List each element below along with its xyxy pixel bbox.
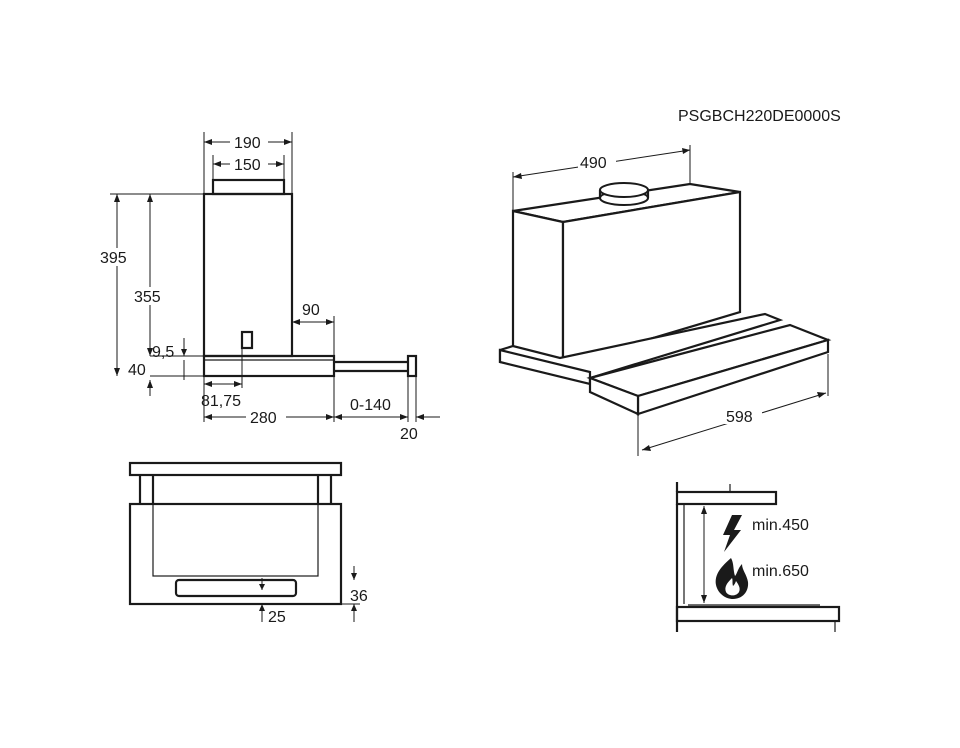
dim-offset-9-5: 9,5 [152,344,174,361]
dim-height-body: 355 [134,289,161,306]
model-code: PSGBCH220DE0000S [678,108,841,125]
front-body [128,502,343,606]
clearance-cooktop [675,605,841,623]
dim-front-25: 25 [268,609,286,626]
front-view: 36 25 [128,461,368,626]
side-duct-outlet [211,178,286,196]
dim-offset-90: 90 [302,302,320,319]
dim-iso-width-front: 598 [726,409,753,426]
dim-height-total: 395 [100,250,127,267]
clearance-gas: min.650 [752,563,809,580]
dim-front-36: 36 [350,588,368,605]
side-switch [240,330,254,350]
clearance-electric: min.450 [752,517,809,534]
dim-extension: 0-140 [350,397,391,414]
dim-width-inner: 150 [234,157,261,174]
front-light-panel [174,578,298,598]
clearance-hood [675,490,778,506]
dim-iso-width-top: 490 [580,155,607,172]
clearance-view: min.450 min.650 [675,482,841,632]
side-handle [406,354,418,378]
flame-icon [715,558,749,599]
lightning-icon [723,515,742,552]
dim-width-outer: 190 [234,135,261,152]
iso-view: 490 598 [498,145,832,456]
side-view: 190 150 395 355 9,5 40 [96,132,440,443]
dim-handle-20: 20 [400,426,418,443]
front-top-plate [128,461,343,477]
side-bottom-panel [202,354,336,378]
dim-depth-280: 280 [250,410,277,427]
dim-offset-81-75: 81,75 [201,393,241,410]
dim-panel-40: 40 [128,362,146,379]
